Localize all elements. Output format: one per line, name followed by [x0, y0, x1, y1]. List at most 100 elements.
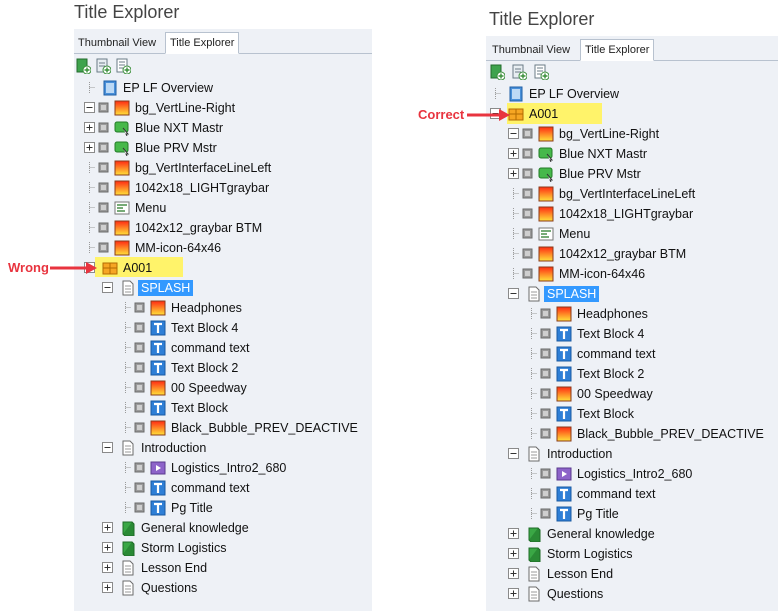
collapse-toggle-icon[interactable]: [508, 446, 519, 459]
visibility-toggle-icon[interactable]: [522, 146, 533, 159]
collapse-toggle-icon[interactable]: [102, 280, 113, 293]
visibility-toggle-icon[interactable]: [540, 326, 551, 339]
right-tree-item-storm-logistics[interactable]: Storm Logistics: [508, 544, 750, 564]
left-tree-item-menu[interactable]: Menu: [84, 198, 344, 218]
right-tree-item-1042x12-graybar-btm[interactable]: 1042x12_graybar BTM: [508, 244, 750, 264]
right-tree-item-lesson-end[interactable]: Lesson End: [508, 564, 750, 584]
collapse-toggle-icon[interactable]: [508, 286, 519, 299]
left-tree-item-blue-nxt-mastr[interactable]: Blue NXT Mastr: [84, 118, 344, 138]
visibility-toggle-icon[interactable]: [98, 240, 109, 253]
visibility-toggle-icon[interactable]: [522, 166, 533, 179]
visibility-toggle-icon[interactable]: [98, 200, 109, 213]
right-tree-item-text-block-2[interactable]: Text Block 2: [526, 364, 750, 384]
left-tree-item-command-text[interactable]: command text: [120, 478, 344, 498]
right-tree-item-headphones[interactable]: Headphones: [526, 304, 750, 324]
expand-toggle-icon[interactable]: [102, 560, 113, 573]
collapse-toggle-icon[interactable]: [102, 440, 113, 453]
visibility-toggle-icon[interactable]: [522, 226, 533, 239]
expand-toggle-icon[interactable]: [508, 546, 519, 559]
visibility-toggle-icon[interactable]: [134, 480, 145, 493]
right-tree-item-text-block[interactable]: Text Block: [526, 404, 750, 424]
expand-toggle-icon[interactable]: [102, 540, 113, 553]
right-tree-item-menu[interactable]: Menu: [508, 224, 750, 244]
right-tree-item-questions[interactable]: Questions: [508, 584, 750, 604]
right-tree-item-ep-lf-overview[interactable]: EP LF Overview: [490, 84, 750, 104]
left-tree-item-lesson-end[interactable]: Lesson End: [102, 558, 344, 578]
visibility-toggle-icon[interactable]: [540, 466, 551, 479]
left-tree-item-blue-prv-mstr[interactable]: Blue PRV Mstr: [84, 138, 344, 158]
add-page-icon[interactable]: [512, 64, 528, 81]
visibility-toggle-icon[interactable]: [540, 366, 551, 379]
visibility-toggle-icon[interactable]: [134, 380, 145, 393]
expand-toggle-icon[interactable]: [508, 526, 519, 539]
right-tree-item-1042x18-lightgraybar[interactable]: 1042x18_LIGHTgraybar: [508, 204, 750, 224]
left-tree-item-00-speedway[interactable]: 00 Speedway: [120, 378, 344, 398]
visibility-toggle-icon[interactable]: [540, 486, 551, 499]
left-tree-item-1042x18-lightgraybar[interactable]: 1042x18_LIGHTgraybar: [84, 178, 344, 198]
left-tree-item-mm-icon-64x46[interactable]: MM-icon-64x46: [84, 238, 344, 258]
expand-toggle-icon[interactable]: [508, 566, 519, 579]
visibility-toggle-icon[interactable]: [98, 140, 109, 153]
right-tree-item-pg-title[interactable]: Pg Title: [526, 504, 750, 524]
tab-thumbnail-view-right[interactable]: Thumbnail View: [492, 44, 571, 56]
right-tree-item-bg-vertinterfacelineleft[interactable]: bg_VertInterfaceLineLeft: [508, 184, 750, 204]
visibility-toggle-icon[interactable]: [540, 506, 551, 519]
left-tree-item-bg-vertline-right[interactable]: bg_VertLine-Right: [84, 98, 344, 118]
visibility-toggle-icon[interactable]: [134, 420, 145, 433]
right-tree-item-bg-vertline-right[interactable]: bg_VertLine-Right: [508, 124, 750, 144]
visibility-toggle-icon[interactable]: [134, 400, 145, 413]
visibility-toggle-icon[interactable]: [98, 120, 109, 133]
left-tree-item-black-bubble-prev-deactive[interactable]: Black_Bubble_PREV_DEACTIVE: [120, 418, 358, 438]
right-tree-item-command-text[interactable]: command text: [526, 484, 750, 504]
collapse-toggle-icon[interactable]: [84, 100, 95, 113]
left-tree-item-pg-title[interactable]: Pg Title: [120, 498, 344, 518]
left-tree-item-1042x12-graybar-btm[interactable]: 1042x12_graybar BTM: [84, 218, 344, 238]
expand-toggle-icon[interactable]: [102, 580, 113, 593]
visibility-toggle-icon[interactable]: [134, 300, 145, 313]
visibility-toggle-icon[interactable]: [522, 126, 533, 139]
collapse-toggle-icon[interactable]: [508, 126, 519, 139]
visibility-toggle-icon[interactable]: [522, 266, 533, 279]
right-tree-item-introduction[interactable]: Introduction: [508, 444, 750, 464]
visibility-toggle-icon[interactable]: [98, 160, 109, 173]
left-tree-item-questions[interactable]: Questions: [102, 578, 344, 598]
visibility-toggle-icon[interactable]: [134, 500, 145, 513]
left-tree-item-ep-lf-overview[interactable]: EP LF Overview: [84, 78, 344, 98]
visibility-toggle-icon[interactable]: [134, 320, 145, 333]
visibility-toggle-icon[interactable]: [98, 220, 109, 233]
right-tree-item-mm-icon-64x46[interactable]: MM-icon-64x46: [508, 264, 750, 284]
right-tree-item-general-knowledge[interactable]: General knowledge: [508, 524, 750, 544]
right-tree-item-command-text[interactable]: command text: [526, 344, 750, 364]
right-tree-item-blue-nxt-mastr[interactable]: Blue NXT Mastr: [508, 144, 750, 164]
right-tree-item-logistics-intro2-680[interactable]: Logistics_Intro2_680: [526, 464, 750, 484]
right-tree-item-a001[interactable]: A001: [490, 104, 750, 124]
left-tree-item-bg-vertinterfacelineleft[interactable]: bg_VertInterfaceLineLeft: [84, 158, 344, 178]
add-chapter-icon[interactable]: [490, 64, 506, 81]
visibility-toggle-icon[interactable]: [98, 180, 109, 193]
visibility-toggle-icon[interactable]: [540, 306, 551, 319]
visibility-toggle-icon[interactable]: [522, 186, 533, 199]
visibility-toggle-icon[interactable]: [134, 460, 145, 473]
tab-title-explorer-right[interactable]: Title Explorer: [580, 39, 655, 61]
expand-toggle-icon[interactable]: [84, 120, 95, 133]
visibility-toggle-icon[interactable]: [522, 246, 533, 259]
tab-title-explorer-left[interactable]: Title Explorer: [165, 32, 240, 54]
add-section-icon[interactable]: [116, 58, 132, 75]
left-tree-item-command-text[interactable]: command text: [120, 338, 344, 358]
visibility-toggle-icon[interactable]: [540, 386, 551, 399]
left-tree-item-headphones[interactable]: Headphones: [120, 298, 344, 318]
left-tree-item-general-knowledge[interactable]: General knowledge: [102, 518, 344, 538]
right-tree-item-splash[interactable]: SPLASH: [508, 284, 750, 304]
left-tree-item-splash[interactable]: SPLASH: [102, 278, 344, 298]
right-tree-item-black-bubble-prev-deactive[interactable]: Black_Bubble_PREV_DEACTIVE: [526, 424, 764, 444]
add-section-icon[interactable]: [534, 64, 550, 81]
right-tree-item-blue-prv-mstr[interactable]: Blue PRV Mstr: [508, 164, 750, 184]
left-tree-item-text-block[interactable]: Text Block: [120, 398, 344, 418]
left-tree-item-storm-logistics[interactable]: Storm Logistics: [102, 538, 344, 558]
left-tree-item-a001[interactable]: A001: [84, 258, 344, 278]
expand-toggle-icon[interactable]: [508, 166, 519, 179]
tab-thumbnail-view-left[interactable]: Thumbnail View: [78, 37, 157, 49]
right-tree-item-00-speedway[interactable]: 00 Speedway: [526, 384, 750, 404]
visibility-toggle-icon[interactable]: [98, 100, 109, 113]
visibility-toggle-icon[interactable]: [522, 206, 533, 219]
